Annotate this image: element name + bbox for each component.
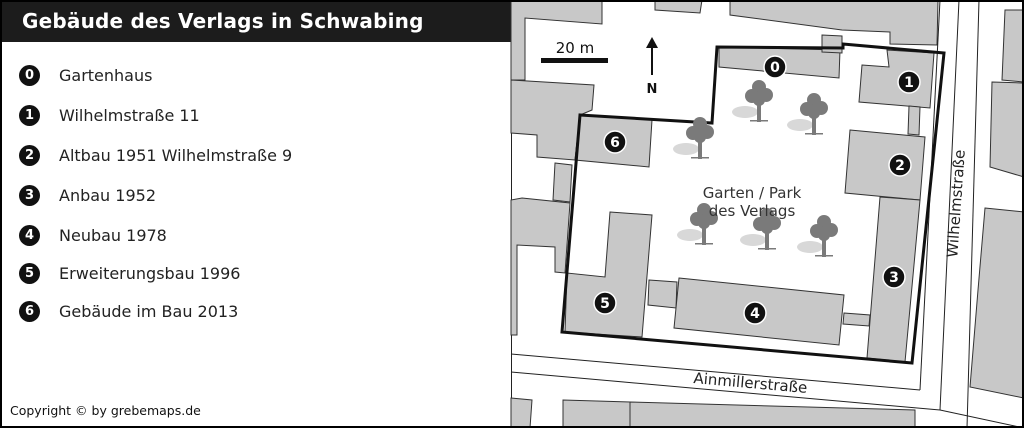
legend-panel: Gebäude des Verlags in Schwabing 0 Garten… bbox=[2, 2, 512, 426]
marker-label: 3 bbox=[889, 270, 899, 286]
legend-label: Altbau 1951 Wilhelmstraße 9 bbox=[59, 145, 293, 165]
legend-label: Erweiterungsbau 1996 bbox=[59, 263, 241, 283]
legend-item: 2 Altbau 1951 Wilhelmstraße 9 bbox=[19, 143, 292, 167]
scale-label: 20 m bbox=[556, 39, 594, 57]
scale-bar-line bbox=[541, 58, 608, 63]
property-boundary bbox=[560, 42, 946, 365]
marker-2: 2 bbox=[888, 153, 912, 177]
tree-icon bbox=[673, 117, 714, 159]
building-2 bbox=[844, 129, 926, 201]
legend-item: 5 Erweiterungsbau 1996 bbox=[19, 261, 240, 285]
scale-bar: 20 m bbox=[541, 39, 608, 63]
connector bbox=[647, 279, 678, 309]
trees bbox=[673, 80, 838, 257]
legend-label: Anbau 1952 bbox=[59, 185, 156, 205]
marker-label: 5 bbox=[600, 296, 610, 312]
marker-badge: 3 bbox=[19, 184, 40, 206]
roads bbox=[510, 2, 1018, 426]
legend-item: 0 Gartenhaus bbox=[19, 63, 152, 87]
marker-badge: 2 bbox=[19, 144, 40, 166]
marker-label: 1 bbox=[904, 75, 914, 91]
tree-icon bbox=[677, 203, 718, 245]
street-label-wilhelmstrasse: Wilhelmstraße bbox=[943, 149, 968, 258]
marker-5: 5 bbox=[593, 291, 617, 315]
marker-label: 0 bbox=[770, 60, 780, 76]
legend-item: 6 Gebäude im Bau 2013 bbox=[19, 299, 238, 323]
legend-label: Gebäude im Bau 2013 bbox=[59, 301, 239, 321]
connector bbox=[842, 312, 871, 327]
marker-badge: 6 bbox=[19, 300, 40, 322]
legend-label: Gartenhaus bbox=[59, 65, 153, 85]
building-0-annex bbox=[821, 34, 843, 54]
building-1 bbox=[858, 49, 935, 109]
legend-item: 3 Anbau 1952 bbox=[19, 183, 156, 207]
legend-item: 1 Wilhelmstraße 11 bbox=[19, 103, 200, 127]
copyright: Copyright © by grebemaps.de bbox=[10, 403, 201, 418]
map-title: Gebäude des Verlags in Schwabing bbox=[22, 9, 424, 33]
marker-3: 3 bbox=[882, 265, 906, 289]
connector bbox=[907, 105, 921, 136]
legend-label: Wilhelmstraße 11 bbox=[59, 105, 200, 125]
marker-badge: 0 bbox=[19, 64, 40, 86]
marker-4: 4 bbox=[743, 301, 767, 325]
tree-icon bbox=[740, 208, 781, 250]
marker-0: 0 bbox=[763, 55, 787, 79]
north-arrow-icon: N bbox=[646, 37, 658, 97]
marker-badge: 1 bbox=[19, 104, 40, 126]
marker-badge: 4 bbox=[19, 224, 40, 246]
marker-1: 1 bbox=[897, 70, 921, 94]
tree-icon bbox=[787, 93, 828, 135]
marker-label: 4 bbox=[750, 306, 760, 322]
legend-item: 4 Neubau 1978 bbox=[19, 223, 167, 247]
building-5 bbox=[564, 211, 653, 338]
tree-icon bbox=[732, 80, 773, 122]
marker-6: 6 bbox=[603, 130, 627, 154]
tree-icon bbox=[797, 215, 838, 257]
neighbor-buildings bbox=[510, 2, 1022, 426]
north-label: N bbox=[647, 82, 658, 97]
map-markers: 0 1 2 3 4 5 6 bbox=[593, 55, 921, 325]
marker-badge: 5 bbox=[19, 262, 40, 284]
marker-label: 2 bbox=[895, 158, 905, 174]
garden-label: Garten / Park bbox=[703, 184, 802, 202]
marker-label: 6 bbox=[610, 135, 620, 151]
garden-label: des Verlags bbox=[709, 202, 796, 220]
legend-label: Neubau 1978 bbox=[59, 225, 167, 245]
title-bar: Gebäude des Verlags in Schwabing bbox=[2, 2, 512, 42]
